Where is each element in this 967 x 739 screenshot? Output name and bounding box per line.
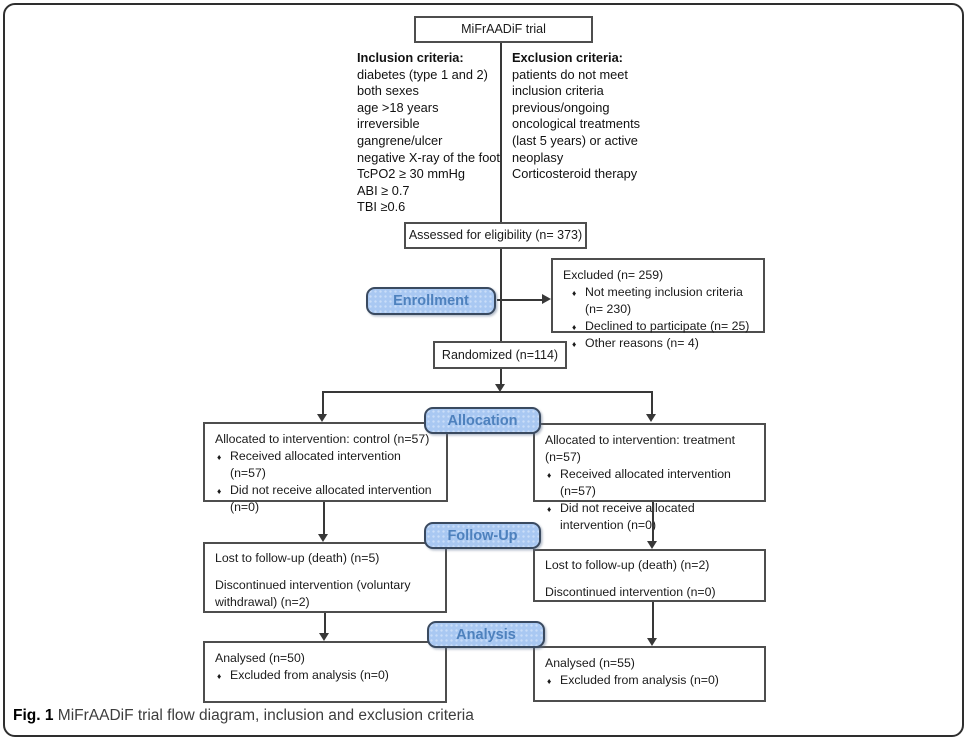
followup-treatment-box: Lost to follow-up (death) (n=2) Disconti…	[533, 549, 766, 602]
connector-split-horizontal	[322, 391, 652, 393]
stage-label-analysis: Analysis	[427, 621, 545, 648]
excluded-box: Excluded (n= 259) Not meeting inclusion …	[551, 258, 765, 353]
trial-title-box: MiFrAADiF trial	[414, 16, 593, 43]
arrowhead-an-right	[647, 638, 657, 646]
exclusion-criteria-line: previous/ongoing	[512, 99, 610, 115]
figure-caption-label: Fig. 1	[13, 707, 54, 724]
analysis-control-bullet: Excluded from analysis (n=0)	[215, 667, 437, 685]
analysis-control-title: Analysed (n=50)	[215, 651, 305, 665]
connector-title-to-eligibility	[500, 43, 502, 222]
analysis-treatment-box: Analysed (n=55) Excluded from analysis (…	[533, 646, 766, 702]
inclusion-criteria-line: age >18 years	[357, 99, 439, 115]
excluded-bullet: Declined to participate (n= 25)	[563, 318, 755, 336]
followup-treatment-line: Discontinued intervention (n=0)	[545, 585, 716, 599]
allocation-control-bullet: Received allocated intervention (n=57)	[215, 448, 438, 482]
inclusion-criteria-line: ABI ≥ 0.7	[357, 182, 410, 198]
allocation-control-bullet: Did not receive allocated intervention (…	[215, 482, 438, 516]
arrowhead-allocation-right	[646, 414, 656, 422]
eligibility-text: Assessed for eligibility (n= 373)	[408, 228, 583, 242]
inclusion-criteria-line: diabetes (type 1 and 2)	[357, 66, 488, 82]
allocation-treatment-bullet: Received allocated intervention (n=57)	[545, 466, 756, 500]
excluded-title: Excluded (n= 259)	[563, 268, 664, 282]
analysis-control-box: Analysed (n=50) Excluded from analysis (…	[203, 641, 447, 703]
connector-split-right	[651, 391, 653, 414]
stage-label-followup-text: Follow-Up	[447, 527, 518, 544]
arrowhead-split	[495, 384, 505, 392]
exclusion-criteria-line: oncological treatments	[512, 116, 641, 132]
exclusion-criteria-line: neoplasy	[512, 149, 564, 165]
stage-label-followup: Follow-Up	[424, 522, 541, 549]
figure-caption: Fig. 1 MiFrAADiF trial flow diagram, inc…	[13, 707, 474, 725]
allocation-treatment-box: Allocated to intervention: treatment (n=…	[533, 423, 766, 532]
eligibility-box: Assessed for eligibility (n= 373)	[404, 222, 587, 249]
allocation-control-title: Allocated to intervention: control (n=57…	[215, 432, 430, 446]
exclusion-criteria-line: inclusion criteria	[512, 83, 604, 99]
stage-label-allocation-text: Allocation	[447, 412, 518, 429]
inclusion-criteria-line: gangrene/ulcer	[357, 132, 443, 148]
connector-alloc-fu-right	[652, 502, 654, 541]
allocation-treatment-bullet: Did not receive allocated intervention (…	[545, 500, 756, 534]
stage-label-analysis-text: Analysis	[456, 626, 516, 643]
exclusion-criteria-line: (last 5 years) or active	[512, 132, 638, 148]
randomized-box: Randomized (n=114)	[433, 341, 567, 369]
inclusion-criteria-header: Inclusion criteria:	[357, 50, 464, 65]
inclusion-criteria-line: both sexes	[357, 83, 419, 99]
connector-to-excluded	[497, 299, 543, 301]
inclusion-criteria-line: negative X-ray of the foot	[357, 149, 500, 165]
figure-caption-text: MiFrAADiF trial flow diagram, inclusion …	[57, 707, 474, 724]
arrowhead-fu-left	[318, 534, 328, 542]
followup-control-line: Discontinued intervention (voluntary wit…	[215, 578, 411, 609]
arrowhead-allocation-left	[317, 414, 327, 422]
connector-eligibility-to-randomized	[500, 249, 502, 341]
inclusion-criteria-line: TBI ≥0.6	[357, 199, 406, 215]
followup-control-line: Lost to follow-up (death) (n=5)	[215, 551, 380, 565]
exclusion-criteria-block: Exclusion criteria: patients do not meet…	[512, 50, 677, 183]
connector-alloc-fu-left	[323, 502, 325, 534]
inclusion-criteria-line: TcPO2 ≥ 30 mmHg	[357, 166, 466, 182]
inclusion-criteria-block: Inclusion criteria: diabetes (type 1 and…	[357, 50, 507, 216]
excluded-bullet: Other reasons (n= 4)	[563, 335, 755, 353]
exclusion-criteria-line: Corticosteroid therapy	[512, 166, 638, 182]
allocation-control-box: Allocated to intervention: control (n=57…	[203, 422, 448, 514]
connector-split-left	[322, 391, 324, 414]
stage-label-enrollment-text: Enrollment	[393, 293, 469, 309]
figure-frame	[3, 3, 964, 737]
analysis-treatment-bullet: Excluded from analysis (n=0)	[545, 672, 756, 690]
followup-control-box: Lost to follow-up (death) (n=5) Disconti…	[203, 542, 447, 613]
inclusion-criteria-line: irreversible	[357, 116, 420, 132]
trial-title: MiFrAADiF trial	[461, 22, 546, 36]
arrowhead-an-left	[319, 633, 329, 641]
arrowhead-fu-right	[647, 541, 657, 549]
connector-randomized-down	[500, 369, 502, 385]
randomized-text: Randomized (n=114)	[441, 347, 559, 362]
exclusion-criteria-line: patients do not meet	[512, 66, 628, 82]
stage-label-allocation: Allocation	[424, 407, 541, 434]
connector-fu-an-left	[324, 613, 326, 633]
excluded-bullet: Not meeting inclusion criteria (n= 230)	[563, 284, 755, 318]
analysis-treatment-title: Analysed (n=55)	[545, 656, 635, 670]
connector-fu-an-right	[652, 602, 654, 638]
arrowhead-excluded	[542, 294, 551, 304]
exclusion-criteria-header: Exclusion criteria:	[512, 50, 623, 65]
followup-treatment-line: Lost to follow-up (death) (n=2)	[545, 558, 710, 572]
allocation-treatment-title: Allocated to intervention: treatment (n=…	[545, 433, 736, 464]
stage-label-enrollment: Enrollment	[366, 287, 496, 315]
